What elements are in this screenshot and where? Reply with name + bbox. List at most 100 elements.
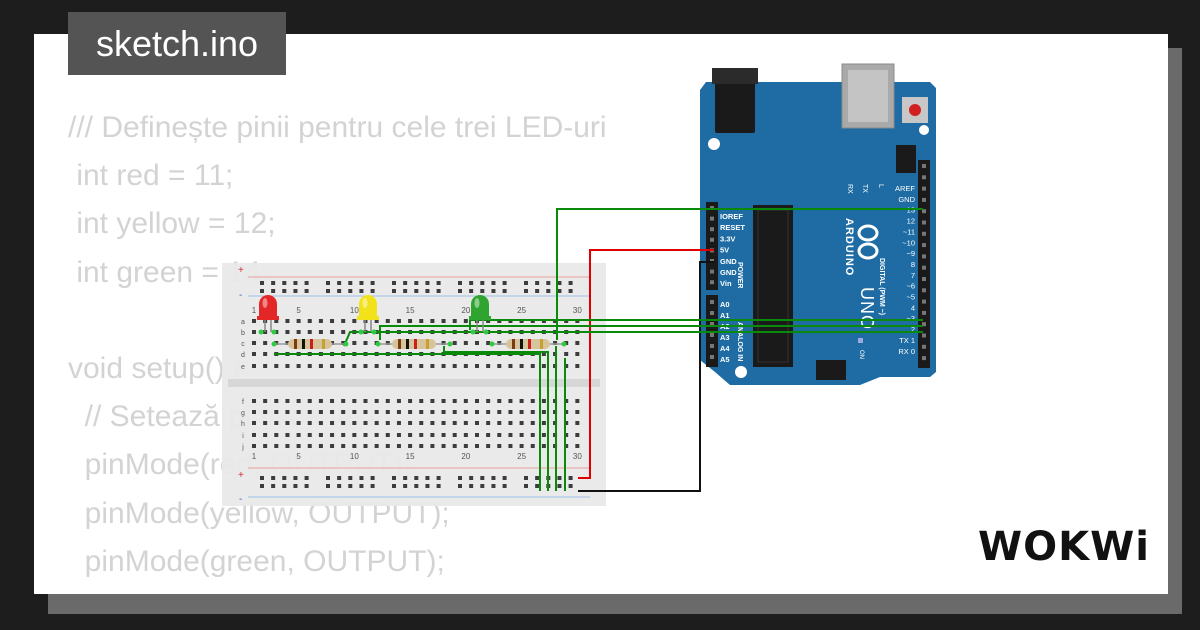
rail-hole[interactable] [392,281,396,285]
header-pin[interactable] [922,277,926,281]
breadboard-hole[interactable] [263,399,268,403]
breadboard-hole[interactable] [341,364,346,368]
breadboard-hole[interactable] [374,410,379,414]
breadboard-hole[interactable] [530,421,535,425]
rail-hole[interactable] [480,484,485,488]
breadboard-hole[interactable] [274,319,279,323]
rail-hole[interactable] [260,476,264,480]
breadboard-hole[interactable] [274,364,279,368]
breadboard-hole[interactable] [475,410,479,414]
header-pin[interactable] [922,231,926,236]
rail-hole[interactable] [260,281,264,285]
breadboard-hole[interactable] [263,352,268,356]
rail-hole[interactable] [326,289,330,293]
rail-hole[interactable] [337,281,342,285]
breadboard-hole[interactable] [352,421,357,425]
breadboard-hole[interactable] [575,341,580,345]
breadboard-hole[interactable] [274,421,279,425]
rail-hole[interactable] [469,484,474,488]
led-red[interactable] [257,295,279,335]
rail-hole[interactable] [568,484,573,488]
breadboard-hole[interactable] [330,421,335,425]
breadboard-hole[interactable] [363,421,368,425]
breadboard-hole[interactable] [330,410,335,414]
breadboard-hole[interactable] [452,433,457,437]
breadboard-hole[interactable] [352,319,357,323]
breadboard-hole[interactable] [307,399,312,403]
breadboard-hole[interactable] [419,433,424,437]
breadboard-hole[interactable] [396,319,401,323]
header-pin[interactable] [710,227,714,232]
rail-hole[interactable] [502,476,507,480]
rail-hole[interactable] [293,281,298,285]
breadboard-hole[interactable] [263,364,268,368]
breadboard-hole[interactable] [575,444,580,448]
breadboard-hole[interactable] [307,330,312,334]
rail-hole[interactable] [293,476,298,480]
breadboard-hole[interactable] [374,399,379,403]
rail-hole[interactable] [436,484,441,488]
rail-hole[interactable] [326,484,330,488]
rail-hole[interactable] [304,484,309,488]
header-pin[interactable] [710,280,714,285]
breadboard-hole[interactable] [374,319,379,323]
breadboard-hole[interactable] [441,341,446,345]
breadboard-hole[interactable] [463,399,468,403]
breadboard-hole[interactable] [553,341,558,345]
header-pin[interactable] [922,175,926,180]
breadboard-hole[interactable] [408,444,413,448]
resistor[interactable] [489,339,567,349]
rail-hole[interactable] [546,289,551,293]
breadboard-hole[interactable] [419,399,424,403]
rail-hole[interactable] [524,484,528,488]
rail-hole[interactable] [535,289,540,293]
breadboard-hole[interactable] [564,364,569,368]
breadboard-hole[interactable] [419,410,424,414]
rail-hole[interactable] [359,289,364,293]
rail-hole[interactable] [359,476,364,480]
resistors[interactable] [271,339,567,349]
resistor[interactable] [375,339,453,349]
rail-hole[interactable] [403,289,408,293]
breadboard-hole[interactable] [463,410,468,414]
breadboard-hole[interactable] [497,341,502,345]
rail-hole[interactable] [535,476,540,480]
rail-hole[interactable] [260,484,264,488]
rail-hole[interactable] [458,476,462,480]
rail-hole[interactable] [282,476,287,480]
rail-hole[interactable] [425,281,430,285]
rail-hole[interactable] [458,281,462,285]
breadboard-hole[interactable] [396,410,401,414]
rail-hole[interactable] [414,289,419,293]
breadboard-hole[interactable] [408,410,413,414]
breadboard-hole[interactable] [497,399,502,403]
breadboard-hole[interactable] [575,399,580,403]
digital-header[interactable] [918,160,930,368]
header-pin[interactable] [922,243,926,248]
breadboard-hole[interactable] [508,410,513,414]
breadboard-hole[interactable] [307,319,312,323]
rail-hole[interactable] [491,484,496,488]
rail-hole[interactable] [403,476,408,480]
breadboard-hole[interactable] [486,433,491,437]
rail-hole[interactable] [491,289,496,293]
breadboard-hole[interactable] [274,444,279,448]
breadboard-hole[interactable] [296,421,301,425]
breadboard-hole[interactable] [463,421,468,425]
breadboard-hole[interactable] [541,433,546,437]
rail-hole[interactable] [425,484,430,488]
breadboard-hole[interactable] [441,319,446,323]
wire-pin3-green[interactable] [343,331,923,347]
breadboard-hole[interactable] [352,399,357,403]
breadboard-hole[interactable] [463,444,468,448]
breadboard-hole[interactable] [352,364,357,368]
breadboard-hole[interactable] [285,341,290,345]
breadboard-hole[interactable] [374,444,379,448]
breadboard-hole[interactable] [330,444,335,448]
header-pin[interactable] [922,356,926,361]
breadboard-hole[interactable] [541,352,546,356]
breadboard-hole[interactable] [385,410,390,414]
breadboard-hole[interactable] [486,364,491,368]
breadboard-hole[interactable] [385,444,390,448]
breadboard-hole[interactable] [575,421,580,425]
